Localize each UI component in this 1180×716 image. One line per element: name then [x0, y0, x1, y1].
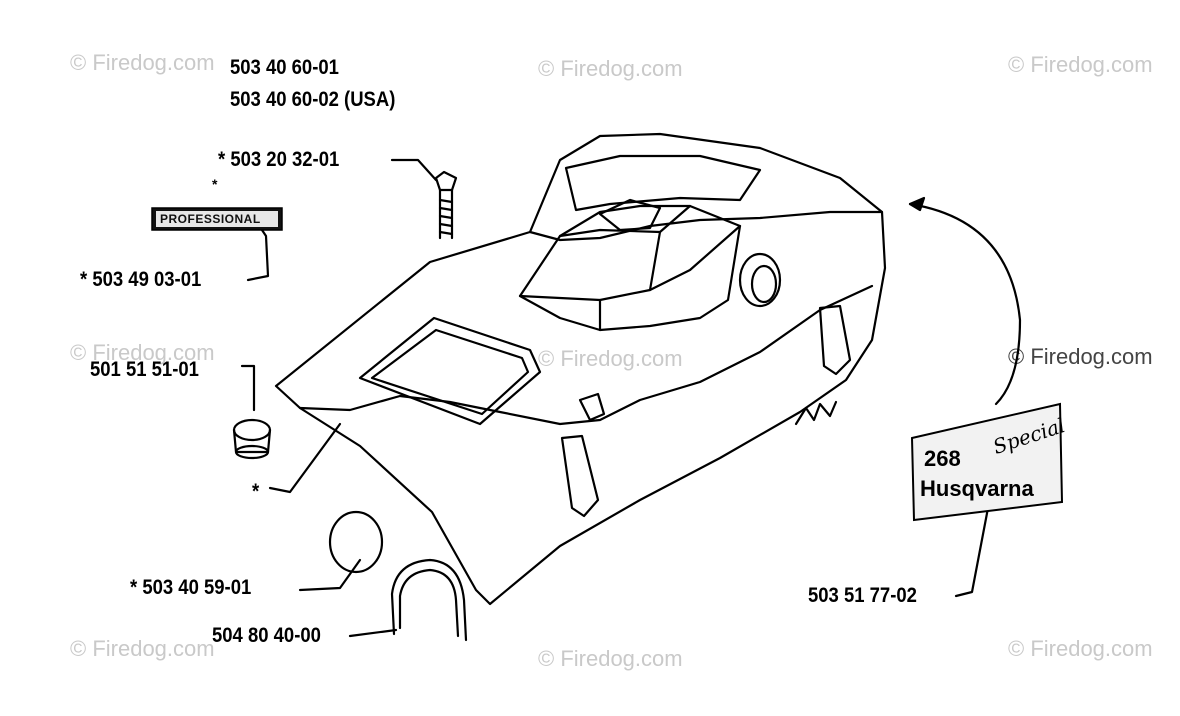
model-decal-number: 268	[924, 446, 961, 471]
label-plug: 501 51 51-01	[90, 358, 199, 381]
watermark-mid-center: © Firedog.com	[538, 346, 683, 371]
professional-decal-drawing	[151, 207, 283, 231]
professional-decal-marker: *	[212, 176, 218, 192]
model-decal-brand: Husqvarna	[920, 476, 1034, 501]
watermark-mid-left: © Firedog.com	[70, 340, 215, 365]
watermark-bottom-center: © Firedog.com	[538, 646, 683, 671]
cover-body-outline	[274, 132, 887, 606]
watermark-bottom-right: © Firedog.com	[1008, 636, 1153, 661]
label-professional-decal: * 503 49 03-01	[80, 268, 202, 291]
watermark-top-left: © Firedog.com	[70, 50, 215, 75]
model-decal-drawing	[910, 402, 1064, 522]
label-model-decal: 503 51 77-02	[808, 584, 917, 607]
plug-drawing	[232, 418, 272, 442]
screw-drawing	[434, 170, 458, 192]
watermark-top-center: © Firedog.com	[538, 56, 683, 81]
watermark-top-right: © Firedog.com	[1008, 52, 1153, 77]
watermark-mid-right: © Firedog.com	[1008, 344, 1153, 369]
watermark-bottom-left: © Firedog.com	[70, 636, 215, 661]
label-cover-marker: *	[252, 480, 260, 503]
label-end-cover: 504 80 40-00	[212, 624, 321, 647]
end-cover-drawing	[390, 558, 468, 642]
label-main-cover-2: 503 40 60-02 (USA)	[230, 88, 396, 111]
round-plug-drawing	[328, 510, 384, 574]
label-round-plug: * 503 40 59-01	[130, 576, 252, 599]
label-screw: * 503 20 32-01	[218, 148, 340, 171]
professional-decal-text: PROFESSIONAL	[160, 212, 261, 226]
label-main-cover-1: 503 40 60-01	[230, 56, 339, 79]
